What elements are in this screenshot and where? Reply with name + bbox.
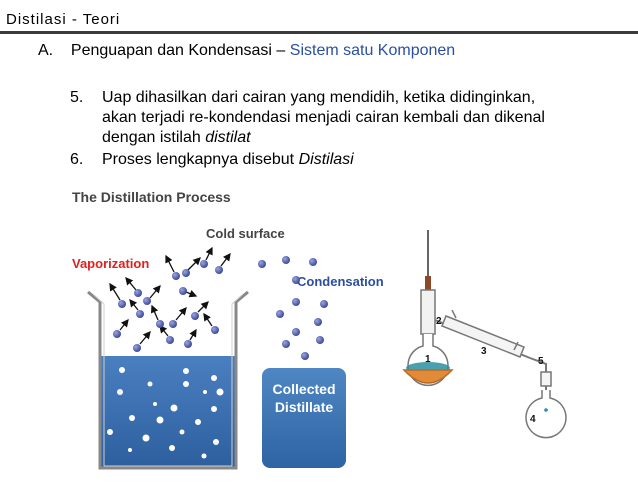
apparatus-number-1: 1	[425, 354, 431, 365]
molecule-dots	[113, 256, 328, 360]
slide-title: Distilasi - Teori	[6, 11, 121, 28]
distillation-figure: The Distillation Process Cold surface Va…	[0, 180, 638, 478]
heading-text: Penguapan dan Kondensasi –	[70, 42, 286, 59]
section-heading: A. Penguapan dan Kondensasi – Sistem sat…	[38, 42, 455, 60]
collected-distillate: Collected Distillate	[262, 368, 346, 468]
collected-label-2: Distillate	[275, 399, 334, 415]
heading-accent: Sistem satu Komponen	[289, 42, 456, 59]
figure-title: The Distillation Process	[72, 189, 231, 205]
distillation-illustration: The Distillation Process Cold surface Va…	[72, 189, 567, 470]
apparatus-numbers: 1 2 3 4 5	[425, 316, 544, 425]
item-line-1: Uap dihasilkan dari cairan yang mendidih…	[102, 89, 536, 106]
cold-surface-label: Cold surface	[206, 226, 285, 241]
vapor-molecules	[109, 246, 231, 345]
item-number: 6.	[70, 151, 84, 168]
apparatus-number-2: 2	[436, 316, 442, 327]
item-number: 5.	[70, 89, 84, 106]
item-line-3-italic: distilat	[205, 129, 251, 146]
header-divider	[0, 31, 638, 34]
vaporization-label: Vaporization	[72, 256, 149, 271]
apparatus-number-5: 5	[538, 356, 544, 367]
apparatus-number-4: 4	[530, 414, 536, 425]
item-text: Uap dihasilkan dari cairan yang mendidih…	[102, 88, 638, 148]
item-text: Proses lengkapnya disebut Distilasi	[102, 150, 638, 170]
item-line-3-plain: dengan istilah	[102, 129, 201, 146]
slide-header: Distilasi - Teori	[0, 0, 638, 36]
item-line-3: dengan istilah distilat	[102, 128, 638, 148]
item-plain: Proses lengkapnya disebut	[102, 151, 295, 168]
condensation-label: Condensation	[297, 274, 384, 289]
apparatus-number-3: 3	[481, 346, 487, 357]
item-italic: Distilasi	[298, 151, 354, 168]
collected-label-1: Collected	[272, 381, 335, 397]
heading-letter: A.	[38, 42, 54, 59]
distillation-apparatus	[402, 230, 567, 439]
item-line-2: akan terjadi re-kondendasi menjadi caira…	[102, 109, 545, 126]
beaker	[87, 290, 249, 470]
